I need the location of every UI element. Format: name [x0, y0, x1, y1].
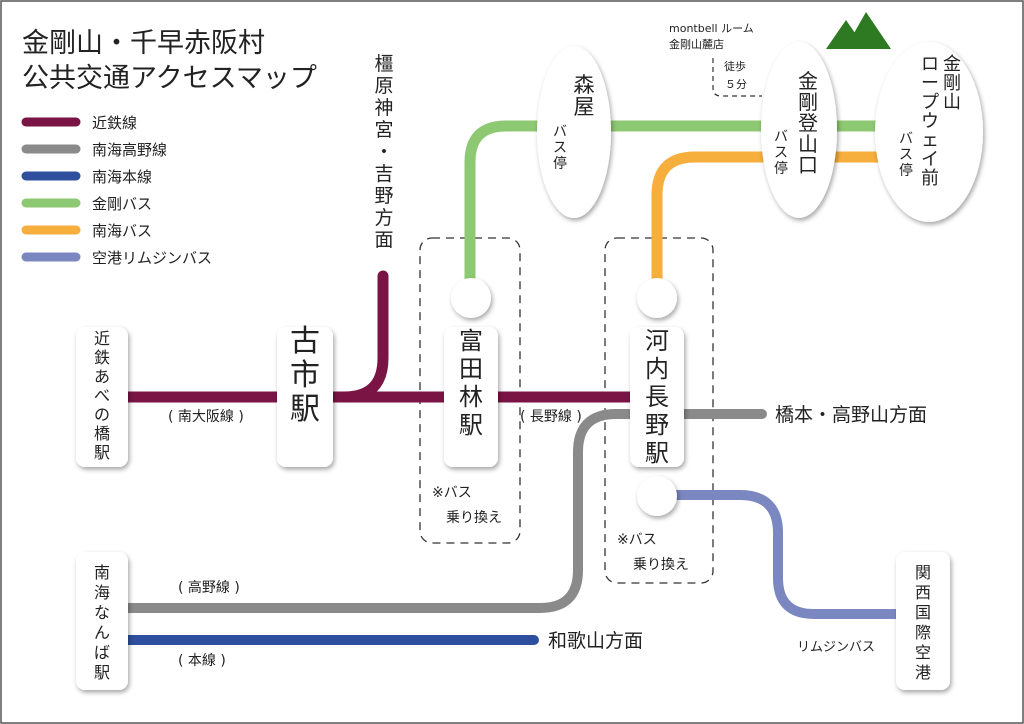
hashimoto-koyasan-direction-label: 橋本・高野山方面	[775, 404, 927, 426]
kashihara-yoshino-direction-label: 橿原神宮・吉野方面	[374, 53, 393, 251]
ropeway-bus-stop	[875, 42, 983, 222]
namba-station-label: 南海なんば駅	[94, 563, 110, 682]
nankai-koya-line	[123, 409, 767, 613]
wakayama-direction-label: 和歌山方面	[548, 630, 643, 652]
furuichi-station-label: 古市駅	[290, 324, 320, 427]
moriya-sub: バス停	[553, 124, 567, 172]
main-line-label: ( 本線 )	[178, 653, 226, 669]
legend-label-kintetsu: 近鉄線	[92, 114, 137, 132]
koya-line-label: ( 高野線 )	[178, 579, 240, 596]
montbell-label-2: 金剛山麓店	[669, 37, 724, 51]
kansai-airport-label: 関西国際空港	[915, 563, 931, 682]
ropeway-name-2: ロープウェイ前	[921, 54, 939, 189]
ropeway-sub: バス停	[899, 131, 913, 179]
kawachinagano-limousine-stop-marker	[637, 476, 677, 516]
map-title-line2: 公共交通アクセスマップ	[22, 63, 317, 94]
kawachinagano-bus-stop-marker	[637, 278, 677, 318]
kansai-airport-box	[896, 552, 950, 690]
map-title-line1: 金剛山・千早赤阪村	[22, 28, 265, 59]
moriya-name: 森屋	[574, 73, 595, 119]
kawachinagano-station-box	[630, 327, 684, 467]
legend-label-limousine: 空港リムジンバス	[92, 249, 212, 267]
legend-label-kongo-bus: 金剛バス	[92, 195, 152, 213]
nankai-bus-line	[651, 151, 905, 295]
kawachinagano-transfer-note-1: ※バス	[617, 532, 657, 548]
montbell-label-1: montbell ルーム	[669, 22, 754, 35]
minamiosaka-line-label: ( 南大阪線 )	[168, 409, 244, 425]
legend-label-nankai-koya: 南海高野線	[92, 141, 167, 159]
abeno-station-label: 近鉄あべの橋駅	[94, 329, 110, 462]
tondabayashi-bus-stop-marker	[451, 278, 491, 318]
moriya-bus-stop	[537, 46, 611, 218]
mountain-icon	[826, 12, 891, 49]
legend: 近鉄線 南海高野線 南海本線 金剛バス 南海バス 空港リムジンバス	[21, 114, 212, 267]
kawachinagano-station-label: 河内長野駅	[645, 327, 669, 467]
limousine-bus-line	[660, 490, 905, 619]
kongo-tozanguchi-name: 金剛登山口	[798, 69, 818, 177]
namba-station-box	[76, 552, 128, 690]
kintetsu-branch-kashihara	[338, 270, 389, 403]
kongo-tozanguchi-sub: バス停	[774, 129, 788, 177]
walk-path	[712, 58, 762, 97]
tondabayashi-transfer-note-2: 乗り換え	[446, 510, 502, 526]
kongo-tozanguchi-bus-stop	[761, 42, 837, 218]
ropeway-name-1: 金剛山	[943, 54, 961, 113]
tondabayashi-station-box	[444, 327, 498, 467]
tondabayashi-station-label: 富田林駅	[459, 327, 483, 439]
legend-label-nankai-bus: 南海バス	[92, 222, 152, 240]
walk-label-2: ５分	[725, 78, 747, 91]
furuichi-station-box	[277, 327, 333, 467]
kawachinagano-transfer-note-2: 乗り換え	[633, 557, 689, 573]
limousine-bus-label: リムジンバス	[797, 640, 875, 655]
abeno-station-box	[76, 327, 128, 467]
nagano-line-label: ( 長野線 )	[520, 409, 582, 425]
kongo-bus-line	[464, 120, 905, 295]
walk-label-1: 徒歩	[724, 59, 746, 73]
tondabayashi-transfer-note-1: ※バス	[432, 485, 472, 501]
legend-label-nankai-main: 南海本線	[92, 168, 152, 186]
